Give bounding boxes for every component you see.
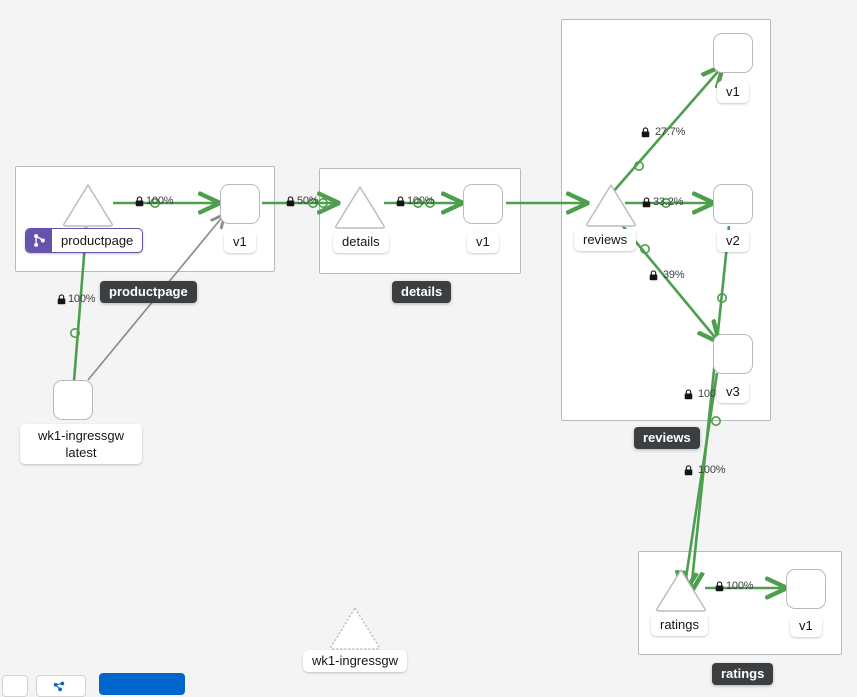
virtualservice-icon	[26, 229, 52, 252]
node-details-v1[interactable]	[463, 184, 503, 224]
edge-label-productpage-v1-to-details: 50%	[286, 196, 319, 207]
node-label-productpage: productpage	[25, 228, 144, 253]
lock-icon	[649, 270, 658, 281]
lock-icon	[641, 127, 650, 138]
group-label-reviews[interactable]: reviews	[634, 427, 700, 449]
edge-label-details-svc-to-v1: 100%	[396, 196, 435, 207]
edge-label-ratings-svc-to-v1: 100%	[715, 581, 754, 592]
lock-icon	[135, 196, 144, 207]
node-label-reviews-v2: v2	[717, 230, 749, 252]
lock-icon	[286, 196, 295, 207]
node-ratings-v1[interactable]	[786, 569, 826, 609]
node-reviews-v3[interactable]	[713, 334, 753, 374]
node-label-reviews-v1: v1	[717, 81, 749, 103]
edge-label-productpage-svc-to-v1: 100%	[135, 196, 174, 207]
lock-icon	[642, 197, 651, 208]
edge-label-reviews-v3-to-ratings: 100	[684, 389, 716, 400]
edge-label-reviews-to-v1: 27.7%	[641, 127, 685, 138]
node-label-reviews: reviews	[574, 229, 637, 251]
node-reviews-service[interactable]	[585, 182, 637, 228]
node-label-reviews-v3: v3	[717, 381, 749, 403]
edge-label-reviews-to-v2: 33.2%	[642, 197, 683, 208]
node-label-ratings: ratings	[651, 614, 709, 636]
lock-icon	[396, 196, 405, 207]
node-productpage-v1[interactable]	[220, 184, 260, 224]
bottom-toolbar-chrome	[0, 673, 210, 697]
node-label-details-v1: v1	[467, 231, 499, 253]
node-label-details: details	[333, 231, 389, 253]
node-wk1-ingressgw[interactable]	[53, 380, 93, 420]
edge-label-reviews-to-v3: 39%	[649, 270, 685, 281]
graph-legend-button[interactable]	[36, 675, 86, 697]
node-reviews-v1[interactable]	[713, 33, 753, 73]
group-label-details[interactable]: details	[392, 281, 452, 303]
primary-action-button[interactable]	[99, 673, 185, 695]
node-label-ghost-wk1-ingressgw: wk1-ingressgw	[303, 650, 407, 672]
graph-icon	[53, 681, 65, 691]
lock-icon	[684, 389, 693, 400]
zoom-control[interactable]	[2, 675, 28, 697]
node-reviews-v2[interactable]	[713, 184, 753, 224]
lock-icon	[57, 294, 66, 305]
group-label-ratings[interactable]: ratings	[712, 663, 774, 685]
node-ratings-service[interactable]	[655, 567, 707, 613]
node-label-wk1-ingressgw: wk1-ingressgw latest	[20, 424, 142, 464]
lock-icon	[715, 581, 724, 592]
node-label-productpage-text: productpage	[61, 233, 134, 248]
lock-icon	[684, 465, 693, 476]
node-label-ratings-v1: v1	[790, 615, 822, 637]
node-productpage-service[interactable]	[62, 182, 114, 228]
node-ghost-wk1-ingressgw	[329, 605, 381, 651]
group-label-productpage[interactable]: productpage	[100, 281, 197, 303]
edge-label-reviews-v2-to-ratings: 100%	[684, 465, 726, 476]
edge-label-ingressgw-to-productpage: 100%	[57, 294, 96, 305]
node-label-productpage-v1: v1	[224, 231, 256, 253]
node-details-service[interactable]	[334, 184, 386, 230]
